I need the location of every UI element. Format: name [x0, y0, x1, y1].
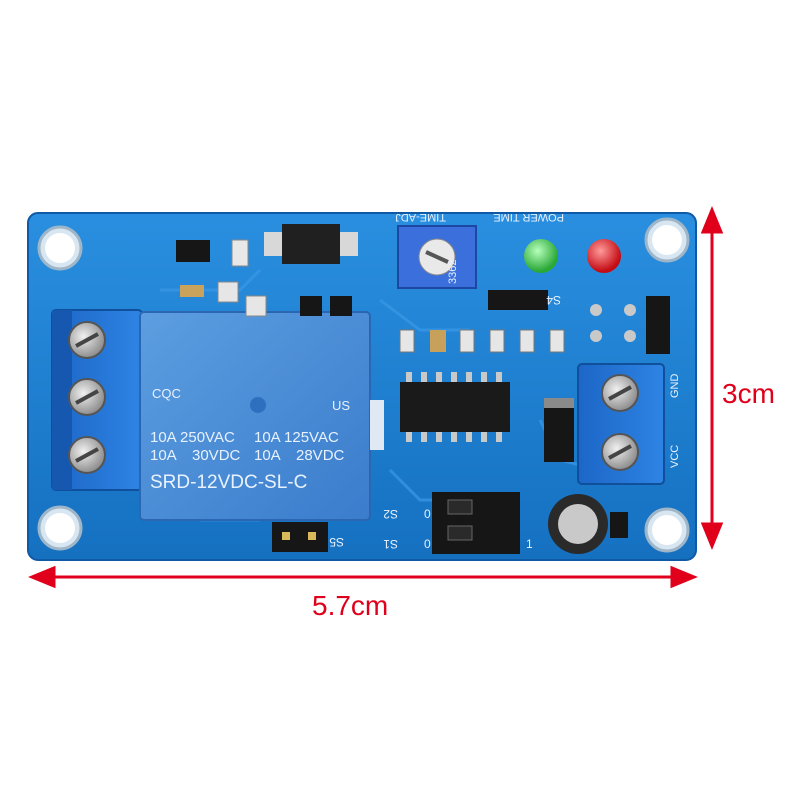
label-s5: S5: [329, 535, 344, 549]
label-zero-b: 0: [424, 537, 431, 551]
ic-chip: [400, 372, 510, 442]
relay-rating-2c: 10A: [254, 447, 281, 464]
smd-row: [399, 290, 565, 353]
relay-model: SRD-12VDC-SL-C: [150, 472, 307, 493]
label-s2: S2: [383, 507, 398, 521]
mounting-holes: [37, 217, 690, 553]
label-pot-code: 3362: [447, 260, 459, 284]
height-label: 3cm: [722, 378, 775, 409]
width-arrow: [28, 565, 698, 589]
height-arrow: [700, 206, 724, 550]
left-terminal-block: [51, 309, 143, 491]
relay-cert-left: CQC: [152, 386, 181, 401]
relay-cert-right: US: [332, 398, 350, 413]
relay-rating-2d: 28VDC: [296, 447, 345, 464]
voltage-regulator: [544, 398, 574, 462]
potentiometer: [397, 225, 477, 289]
top-left-components: [176, 224, 358, 317]
right-terminal-block: [577, 363, 665, 485]
label-s1: S1: [383, 537, 398, 551]
label-zero-a: 0: [424, 507, 431, 521]
label-s4: S4: [546, 293, 561, 307]
relay-rating-2a: 10A: [150, 447, 177, 464]
label-gnd: GND: [669, 374, 681, 399]
label-one: 1: [526, 537, 533, 551]
relay-rating-1b: 10A 125VAC: [254, 429, 339, 446]
label-power-time: POWER TIME: [493, 211, 564, 223]
relay-rating-1a: 10A 250VAC: [150, 429, 235, 446]
relay-rating-2b: 30VDC: [192, 447, 241, 464]
label-time-adj: TIME-ADJ: [395, 211, 446, 223]
capacitor: [548, 494, 628, 554]
label-vcc: VCC: [669, 445, 681, 468]
pin-headers: [272, 296, 670, 554]
leds: [524, 239, 621, 273]
width-label: 5.7cm: [312, 590, 389, 621]
